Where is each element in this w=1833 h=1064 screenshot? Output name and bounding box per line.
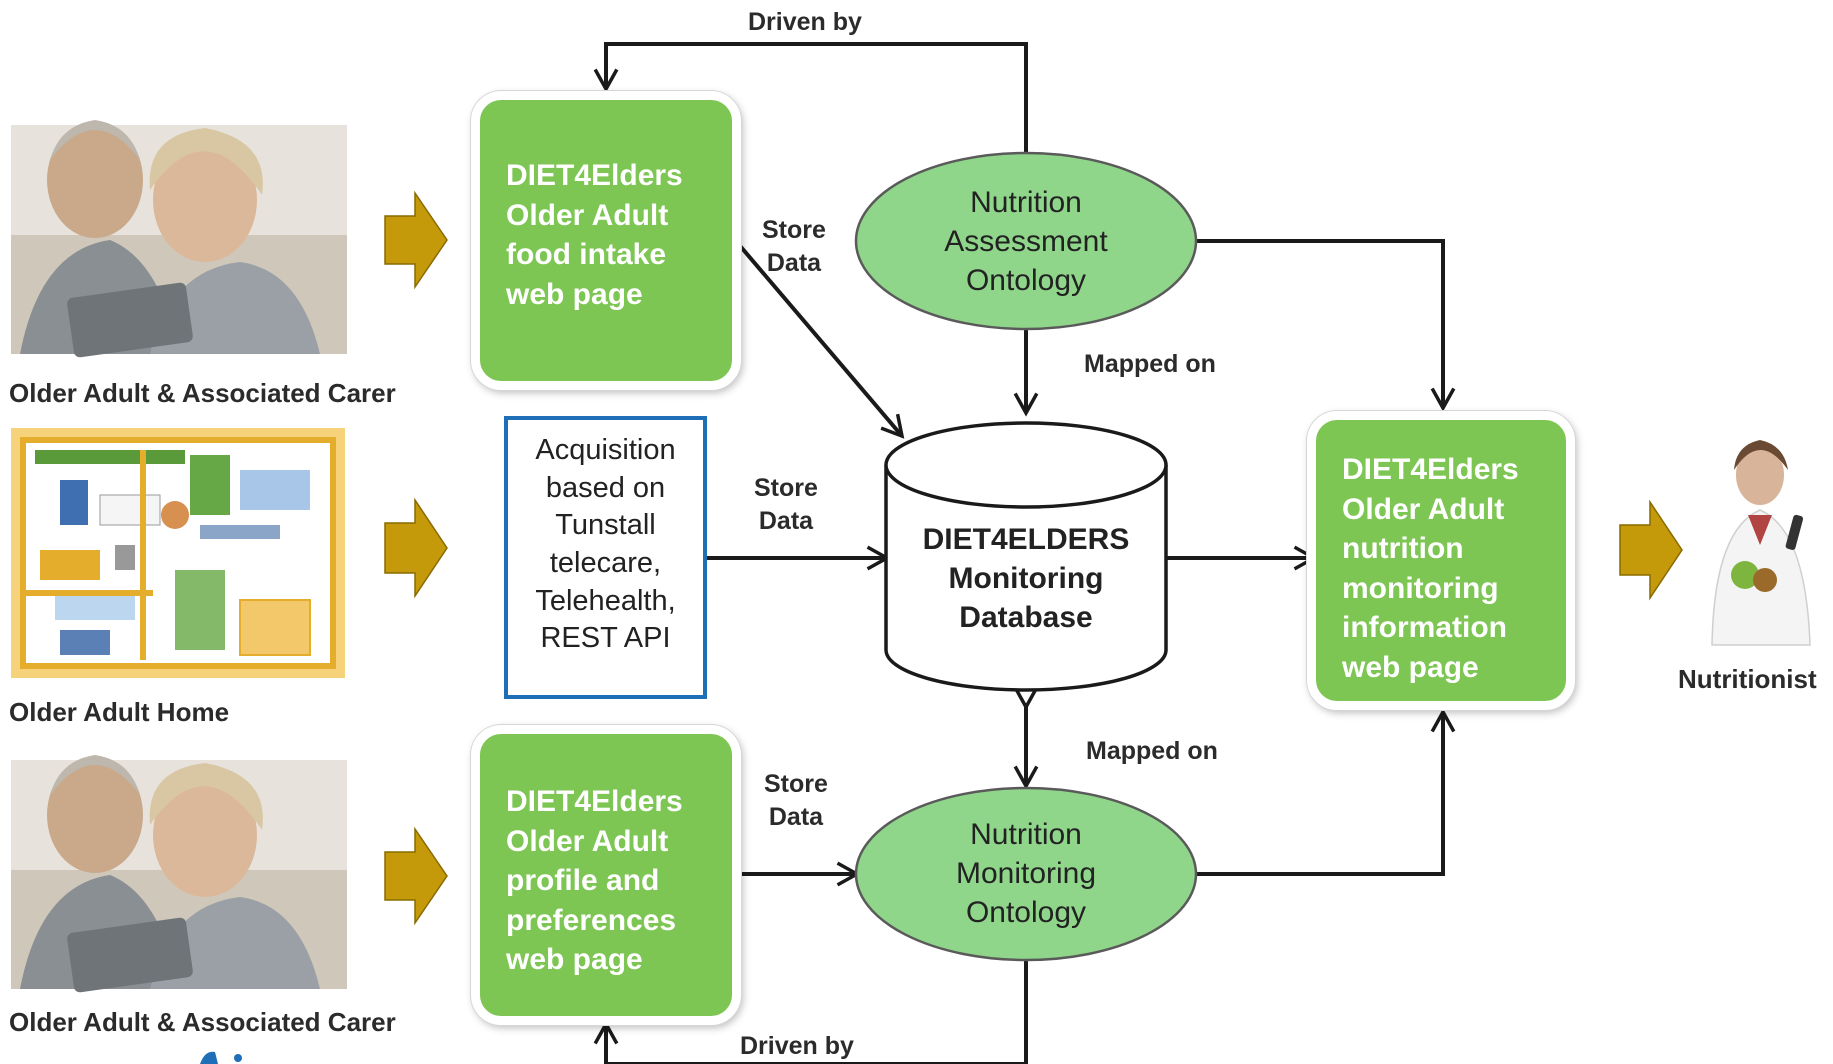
store-data-3-line-1: Store xyxy=(764,770,828,798)
edge-label-driven-by-top: Driven by xyxy=(748,8,862,36)
acquisition-line-1: Acquisition xyxy=(535,434,676,466)
photo-nutritionist xyxy=(1711,440,1811,646)
info-page-line-5: information xyxy=(1342,611,1507,645)
input-arrow-bottom xyxy=(384,826,448,926)
photo-older-adult-home-floorplan xyxy=(11,428,345,678)
node-nutrition-info-web-page: DIET4Elders Older Adult nutrition monito… xyxy=(1307,411,1575,710)
store-data-1-line-2: Data xyxy=(766,248,822,277)
store-data-3-line-2: Data xyxy=(768,802,824,831)
output-arrow-nutritionist xyxy=(1619,499,1683,601)
edge-monitoring-to-info xyxy=(1191,708,1456,876)
assessment-ontology-shape xyxy=(854,151,1198,331)
food-intake-line-1: DIET4Elders xyxy=(506,159,683,192)
photo-older-adult-carer-top xyxy=(11,120,347,358)
store-data-1-line-1: Store xyxy=(762,216,826,244)
label-carer-bottom: Older Adult & Associated Carer xyxy=(9,1007,396,1037)
logo-mark xyxy=(200,1051,242,1064)
acquisition-line-5: Telehealth, xyxy=(535,584,676,617)
food-intake-line-2: Older Adult xyxy=(506,198,669,232)
database-line-3: Database xyxy=(959,601,1093,634)
edge-store-data-food xyxy=(733,238,905,439)
profile-line-3: profile and xyxy=(506,864,660,898)
food-intake-line-4: web page xyxy=(506,277,643,311)
info-page-line-3: nutrition xyxy=(1342,532,1464,566)
acquisition-line-4: telecare, xyxy=(549,547,662,580)
edge-label-store-data-1: Store Data xyxy=(762,214,826,279)
node-acquisition: Acquisition based on Tunstall telecare, … xyxy=(504,416,707,699)
acquisition-line-3: Tunstall xyxy=(555,509,656,542)
edge-label-mapped-on-bottom: Mapped on xyxy=(1086,737,1218,765)
assessment-line-1: Nutrition xyxy=(970,186,1082,219)
info-page-line-4: monitoring xyxy=(1342,571,1499,605)
edge-label-driven-by-bottom: Driven by xyxy=(740,1032,854,1060)
monitoring-line-1: Nutrition xyxy=(970,818,1082,851)
input-arrow-top xyxy=(384,190,448,290)
photo-older-adult-carer-bottom xyxy=(11,755,347,993)
label-home: Older Adult Home xyxy=(9,697,230,727)
node-profile-web-page: DIET4Elders Older Adult profile and pref… xyxy=(471,725,741,1025)
edge-label-store-data-2: Store Data xyxy=(754,472,818,537)
monitoring-line-3: Ontology xyxy=(965,896,1087,929)
acquisition-line-6: REST API xyxy=(540,622,671,655)
node-assessment-ontology: Nutrition Assessment Ontology xyxy=(886,183,1166,300)
edge-driven-by-bottom xyxy=(593,958,1028,1064)
store-data-2-line-1: Store xyxy=(754,474,818,502)
profile-line-4: preferences xyxy=(506,903,677,937)
profile-line-2: Older Adult xyxy=(506,824,669,858)
edge-assessment-to-info xyxy=(1191,239,1456,412)
assessment-line-3: Ontology xyxy=(965,264,1087,297)
input-arrow-middle xyxy=(384,497,448,599)
info-page-line-6: web page xyxy=(1342,650,1479,684)
monitoring-ontology-shape xyxy=(854,786,1198,962)
info-page-line-1: DIET4Elders xyxy=(1342,453,1519,486)
store-data-2-line-2: Data xyxy=(758,506,814,535)
node-monitoring-database: DIET4ELDERS Monitoring Database xyxy=(886,520,1166,637)
node-monitoring-ontology: Nutrition Monitoring Ontology xyxy=(886,815,1166,932)
label-carer-top: Older Adult & Associated Carer xyxy=(9,378,396,408)
edge-label-store-data-3: Store Data xyxy=(764,768,828,833)
acquisition-line-2: based on xyxy=(545,471,666,504)
database-line-1: DIET4ELDERS xyxy=(922,523,1130,556)
database-cylinder xyxy=(884,421,1168,692)
label-nutritionist: Nutritionist xyxy=(1678,664,1817,694)
profile-line-5: web page xyxy=(506,943,643,977)
profile-line-1: DIET4Elders xyxy=(506,785,683,818)
database-line-2: Monitoring xyxy=(948,562,1104,595)
monitoring-line-2: Monitoring xyxy=(955,857,1097,890)
assessment-line-2: Assessment xyxy=(944,225,1108,258)
edge-driven-by-top xyxy=(593,42,1028,153)
food-intake-line-3: food intake xyxy=(506,238,667,272)
info-page-line-2: Older Adult xyxy=(1342,492,1505,526)
edge-label-mapped-on-top: Mapped on xyxy=(1084,350,1216,378)
node-food-intake-web-page: DIET4Elders Older Adult food intake web … xyxy=(471,91,741,390)
